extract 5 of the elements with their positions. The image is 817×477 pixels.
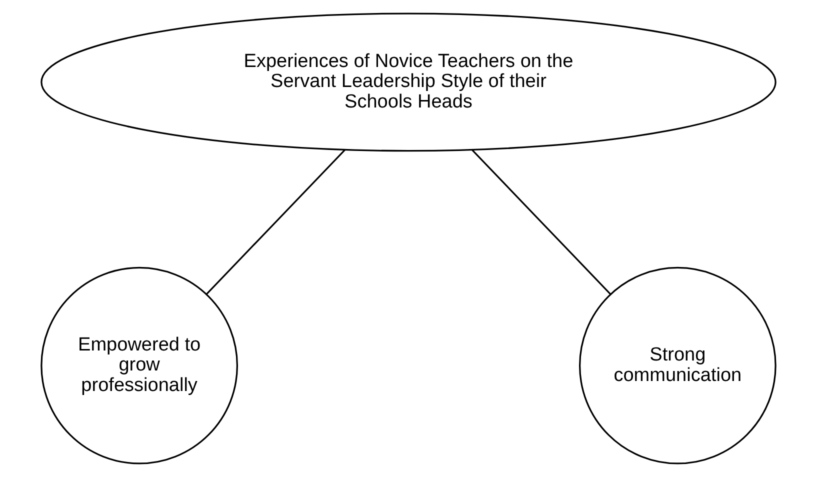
node-circle: Strong communication — [578, 266, 776, 464]
connector — [206, 149, 346, 295]
connector — [472, 149, 612, 295]
node-circle: Empowered to grow professionally — [40, 266, 238, 464]
node-ellipse: Experiences of Novice Teachers on the Servant Leadership Style of their Schools Heads — [40, 12, 776, 152]
